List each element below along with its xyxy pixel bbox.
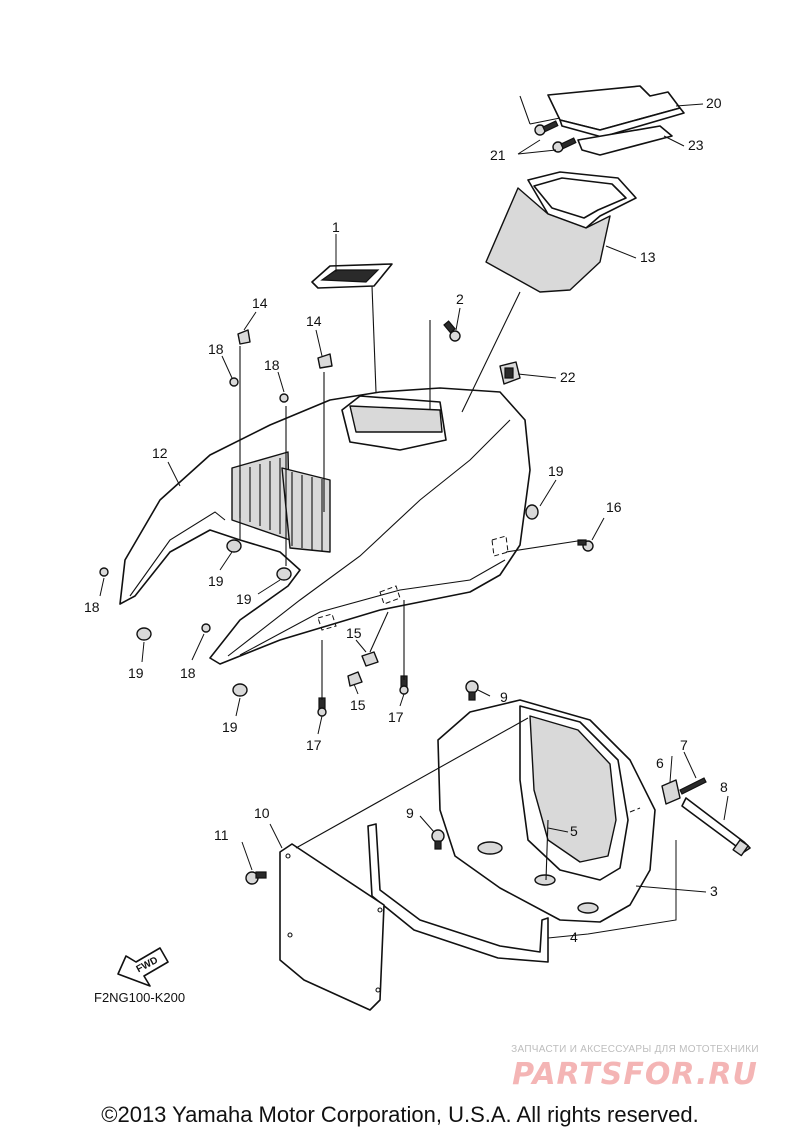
callout-16: 16: [606, 499, 622, 515]
callout-19-c: 19: [128, 665, 144, 681]
callout-12: 12: [152, 445, 168, 461]
fastener-9-a: [465, 680, 479, 701]
part-20-lid: [547, 85, 685, 138]
callout-17-b: 17: [306, 737, 322, 753]
part-22-clip: [499, 361, 521, 385]
callout-15-a: 15: [346, 625, 362, 641]
callout-15-b: 15: [350, 697, 366, 713]
callout-8: 8: [720, 779, 728, 795]
watermark: ЗАПЧАСТИ И АКСЕССУАРЫ ДЛЯ МОТОТЕХНИКИ PA…: [480, 1044, 790, 1092]
callout-9-b: 9: [406, 805, 414, 821]
callout-5: 5: [570, 823, 578, 839]
callout-18-d: 18: [180, 665, 196, 681]
part-13-storage-bin: [485, 171, 637, 293]
callout-7: 7: [680, 737, 688, 753]
assembly-lines: [239, 285, 641, 881]
callout-14-b: 14: [306, 313, 322, 329]
part-1-vent: [311, 263, 393, 289]
grommet-19-d: [232, 683, 248, 697]
fastener-17-b: [317, 697, 327, 717]
watermark-tagline: ЗАПЧАСТИ И АКСЕССУАРЫ ДЛЯ МОТОТЕХНИКИ: [511, 1044, 759, 1055]
callout-11: 11: [214, 827, 229, 843]
callout-20: 20: [706, 95, 722, 111]
copyright-notice: ©2013 Yamaha Motor Corporation, U.S.A. A…: [101, 1102, 699, 1127]
part-12-rear-cowling: [119, 387, 531, 665]
callout-4: 4: [570, 929, 578, 945]
callout-19-d: 19: [222, 719, 238, 735]
part-3-tray: [437, 699, 656, 923]
grommet-19-a: [226, 539, 242, 553]
callout-1: 1: [332, 219, 340, 235]
callout-2: 2: [456, 291, 464, 307]
callout-3: 3: [710, 883, 718, 899]
grommet-19-c: [136, 627, 152, 641]
fastener-9-b: [431, 829, 445, 850]
callout-14-a: 14: [252, 295, 268, 311]
callout-6: 6: [656, 755, 664, 771]
callout-21: 21: [490, 147, 506, 163]
grommet-19-b: [276, 567, 292, 581]
fastener-18-a: [229, 377, 239, 387]
part-8-strap: [681, 797, 751, 857]
watermark-logo: PARTSFOR.RU: [512, 1057, 758, 1092]
fastener-15-a: [361, 651, 379, 667]
part-14-clip-a: [237, 329, 251, 345]
part-2-bolt: [443, 320, 461, 342]
grommet-19-e: [525, 504, 539, 520]
part-4-frame: [367, 823, 549, 963]
part-7-pin: [679, 777, 707, 795]
callout-19-a: 19: [208, 573, 224, 589]
fastener-11: [245, 871, 267, 885]
callout-17-a: 17: [388, 709, 404, 725]
fastener-18-c: [99, 567, 109, 577]
fwd-arrow: FWD: [117, 947, 169, 987]
fastener-15-b: [347, 671, 363, 687]
leader-lines: [99, 103, 729, 939]
part-6-bracket: [661, 779, 681, 805]
callout-18-b: 18: [264, 357, 280, 373]
part-10-plate: [279, 843, 385, 1011]
part-23-seal: [577, 125, 673, 156]
callout-13: 13: [640, 249, 656, 265]
part-21-screws: [534, 120, 577, 153]
callout-18-a: 18: [208, 341, 224, 357]
diagram-code: F2NG100-K200: [94, 990, 186, 1005]
callout-10: 10: [254, 805, 270, 821]
callout-19-e: 19: [548, 463, 564, 479]
callout-labels: 20 23 21 13 1 2 22 14 14 18 18 12 19 16 …: [84, 95, 728, 945]
fastener-18-d: [201, 623, 211, 633]
part-14-clip-b: [317, 353, 333, 369]
fastener-16: [577, 539, 594, 552]
callout-19-b: 19: [236, 591, 252, 607]
fastener-18-b: [279, 393, 289, 403]
callout-9-a: 9: [500, 689, 508, 705]
callout-22: 22: [560, 369, 576, 385]
callout-23: 23: [688, 137, 704, 153]
callout-18-c: 18: [84, 599, 100, 615]
